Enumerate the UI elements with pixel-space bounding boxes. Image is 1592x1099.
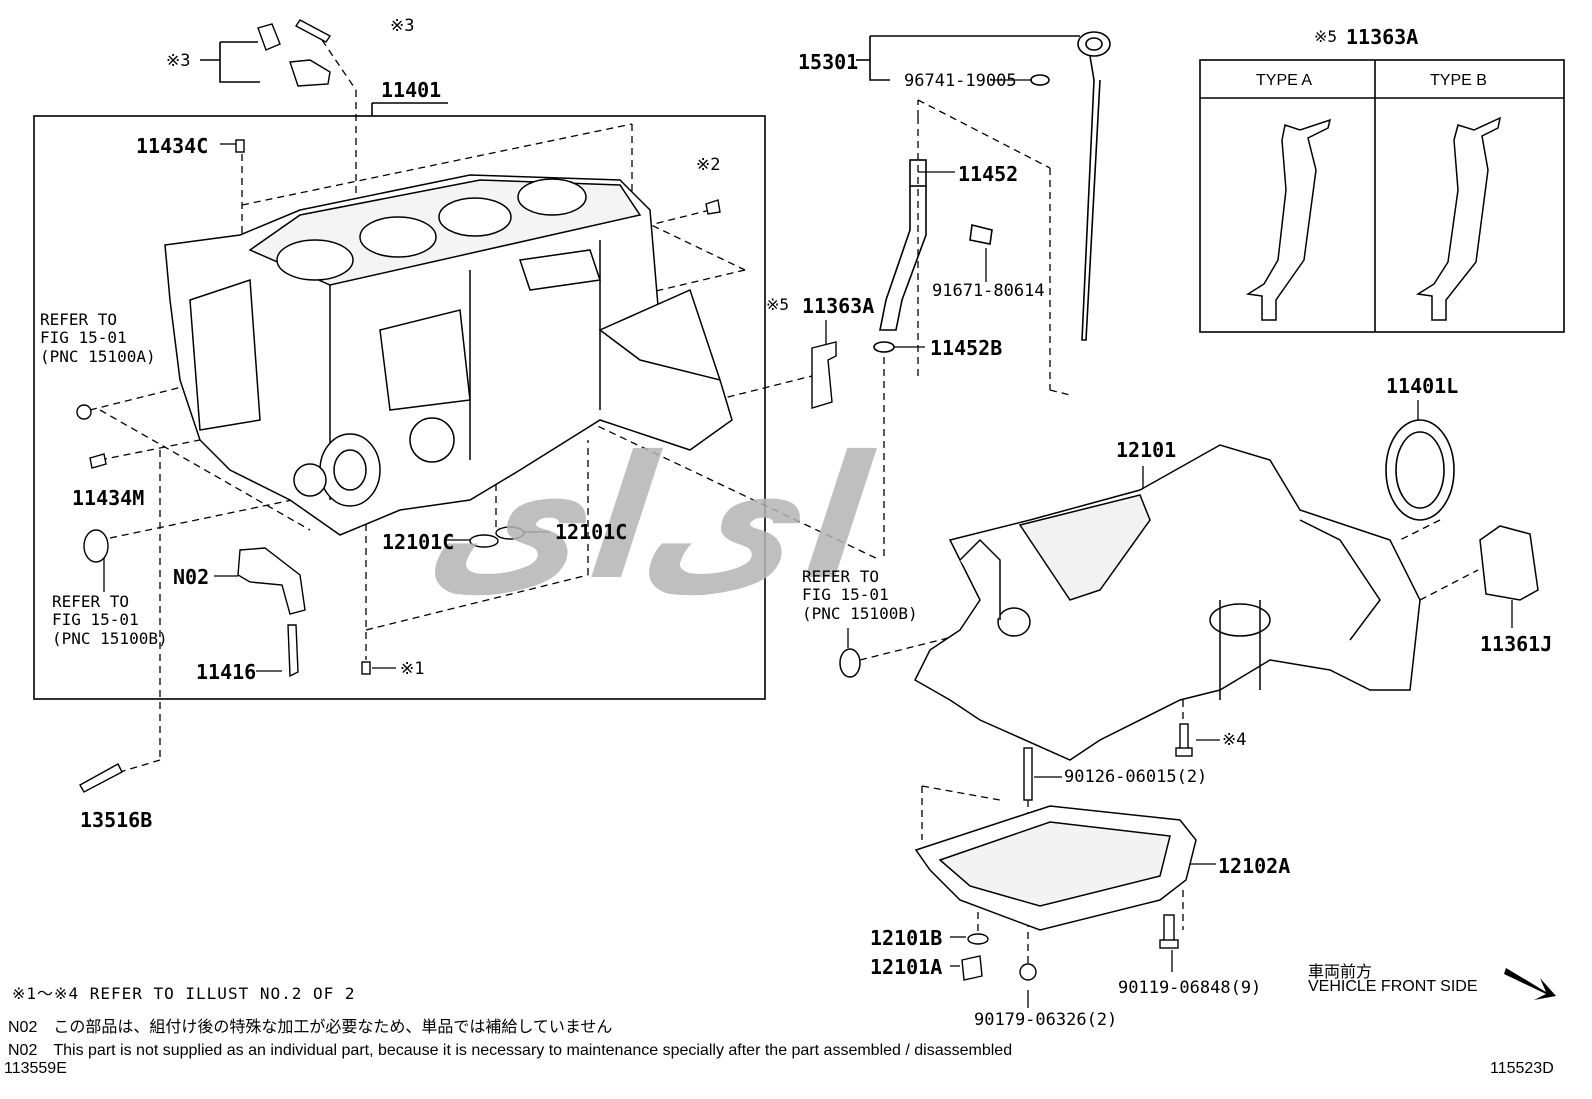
label-12101a: 12101A bbox=[870, 955, 943, 979]
refer-line-2: FIG 15-01 bbox=[40, 328, 127, 348]
label-11363a-top: 11363A bbox=[1346, 25, 1419, 49]
label-11452: 11452 bbox=[958, 162, 1019, 186]
label-11434m: 11434M bbox=[72, 486, 145, 510]
illustration-code-left: 113559E bbox=[4, 1060, 67, 1077]
note-n02-en: N02 This part is not supplied as an indi… bbox=[8, 1042, 1013, 1059]
label-91671-80614: 91671-80614 bbox=[932, 281, 1045, 301]
label-note-5-top: ※5 bbox=[1314, 27, 1338, 46]
label-96741-19005: 96741-19005 bbox=[904, 71, 1017, 91]
refer-line-3: (PNC 15100B) bbox=[52, 628, 168, 648]
label-11452b: 11452B bbox=[930, 336, 1003, 360]
label-15301: 15301 bbox=[798, 50, 859, 74]
oil-guide-drawing bbox=[873, 159, 993, 353]
refer-line-2: FIG 15-01 bbox=[52, 610, 139, 630]
refer-line-2: FIG 15-01 bbox=[802, 585, 889, 605]
label-11434c: 11434C bbox=[136, 134, 209, 158]
label-note-4: ※4 bbox=[1222, 730, 1247, 750]
refer-line-3: (PNC 15100A) bbox=[40, 346, 156, 366]
refer-to-15100b-left: REFER TO FIG 15-01 (PNC 15100B) bbox=[52, 592, 168, 648]
refer-to-15100a: REFER TO FIG 15-01 (PNC 15100A) bbox=[40, 310, 156, 366]
label-note-5-mid: ※5 bbox=[766, 295, 790, 314]
cylinder-block-drawing bbox=[164, 174, 733, 536]
vehicle-front-en: VEHICLE FRONT SIDE bbox=[1308, 978, 1478, 995]
illustration-code-right: 115523D bbox=[1490, 1060, 1554, 1077]
note-refer-illust: ※1～※4 REFER TO ILLUST NO.2 OF 2 bbox=[12, 984, 356, 1003]
vehicle-front-jp: 車両前方 bbox=[1308, 964, 1373, 981]
type-box bbox=[1199, 59, 1565, 333]
label-note-1: ※1 bbox=[400, 659, 425, 679]
refer-line-3: (PNC 15100B) bbox=[802, 603, 918, 623]
label-note-3-top: ※3 bbox=[390, 16, 415, 36]
label-note-3-left: ※3 bbox=[166, 51, 191, 71]
label-note-2: ※2 bbox=[696, 155, 721, 175]
refer-to-15100b-right: REFER TO FIG 15-01 (PNC 15100B) bbox=[802, 567, 918, 623]
label-12102a: 12102A bbox=[1218, 854, 1291, 878]
label-90179-06326: 90179-06326(2) bbox=[974, 1010, 1118, 1030]
refer-line-1: REFER TO bbox=[52, 592, 130, 611]
label-90119-06848: 90119-06848(9) bbox=[1118, 978, 1262, 998]
block-frame bbox=[33, 115, 766, 700]
label-12101c-b: 12101C bbox=[555, 520, 628, 544]
refer-line-1: REFER TO bbox=[40, 310, 118, 329]
lower-pan-drawing bbox=[914, 805, 1197, 931]
label-11361j: 11361J bbox=[1480, 632, 1553, 656]
type-b-header: TYPE B bbox=[1430, 72, 1487, 89]
label-90126-06015: 90126-06015(2) bbox=[1064, 767, 1208, 787]
dipstick-drawing bbox=[1030, 31, 1111, 341]
label-n02: N02 bbox=[173, 565, 210, 589]
front-arrow-icon bbox=[1504, 968, 1556, 1000]
label-11416: 11416 bbox=[196, 660, 257, 684]
note-n02-jp: N02 この部品は、組付け後の特殊な加工が必要なため、単品では補給していません bbox=[8, 1019, 613, 1036]
oil-pan-drawing bbox=[914, 444, 1421, 761]
label-12101b: 12101B bbox=[870, 926, 943, 950]
label-12101: 12101 bbox=[1116, 438, 1177, 462]
type-a-header: TYPE A bbox=[1256, 72, 1313, 89]
refer-line-1: REFER TO bbox=[802, 567, 880, 586]
label-11363a-mid: 11363A bbox=[802, 294, 875, 318]
label-11401: 11401 bbox=[381, 78, 442, 102]
label-11401l: 11401L bbox=[1386, 374, 1459, 398]
label-13516b: 13516B bbox=[80, 808, 153, 832]
label-12101c-a: 12101C bbox=[382, 530, 455, 554]
